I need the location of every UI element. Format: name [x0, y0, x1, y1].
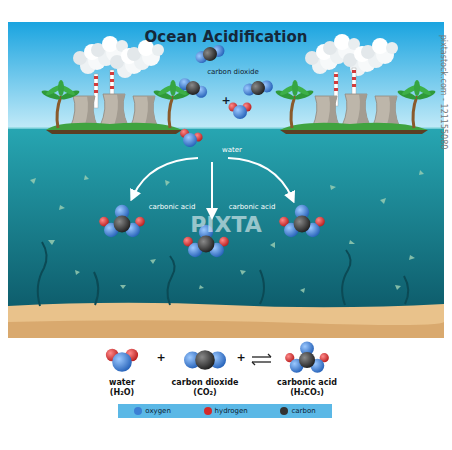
formula-name: water — [109, 378, 135, 387]
plus-sign: + — [236, 352, 245, 365]
legend-text: carbon — [291, 407, 315, 415]
legend-text: oxygen — [145, 407, 171, 415]
legend-bar: oxygen hydrogen carbon — [118, 404, 332, 418]
left-island — [41, 36, 193, 134]
reaction-arrows — [133, 158, 292, 214]
legend-item: carbon — [280, 407, 315, 415]
equilibrium-arrow — [252, 354, 271, 365]
formula: (H₂CO₃) — [290, 388, 324, 397]
molecule-label: water — [222, 146, 242, 154]
plus-sign: + — [156, 352, 165, 365]
legend-item: hydrogen — [204, 407, 248, 415]
watermark: PIXTA — [190, 212, 262, 237]
formula: (H₂O) — [110, 388, 134, 397]
molecules — [99, 42, 325, 257]
debris — [30, 170, 424, 293]
molecule-label: carbonic acid — [229, 203, 276, 211]
sea — [8, 128, 444, 308]
legend-text: hydrogen — [215, 407, 248, 415]
sand — [8, 303, 444, 338]
watermark: pixtastock.com - 121155080 — [438, 35, 447, 150]
legend-swatch — [134, 407, 142, 415]
equation-molecules — [106, 342, 329, 373]
title: Ocean Acidification — [145, 29, 308, 46]
molecule-label: carbonic acid — [149, 203, 196, 211]
legend-swatch — [280, 407, 288, 415]
molecule-label: carbon dioxide — [207, 68, 259, 76]
formula-name: carbon dioxide — [172, 378, 239, 387]
right-island — [275, 34, 437, 134]
formula: (CO₂) — [193, 388, 217, 397]
plus-sign: + — [221, 95, 230, 108]
formula-name: carbonic acid — [277, 378, 337, 387]
legend-item: oxygen — [134, 407, 171, 415]
legend-swatch — [204, 407, 212, 415]
sky — [8, 22, 444, 130]
